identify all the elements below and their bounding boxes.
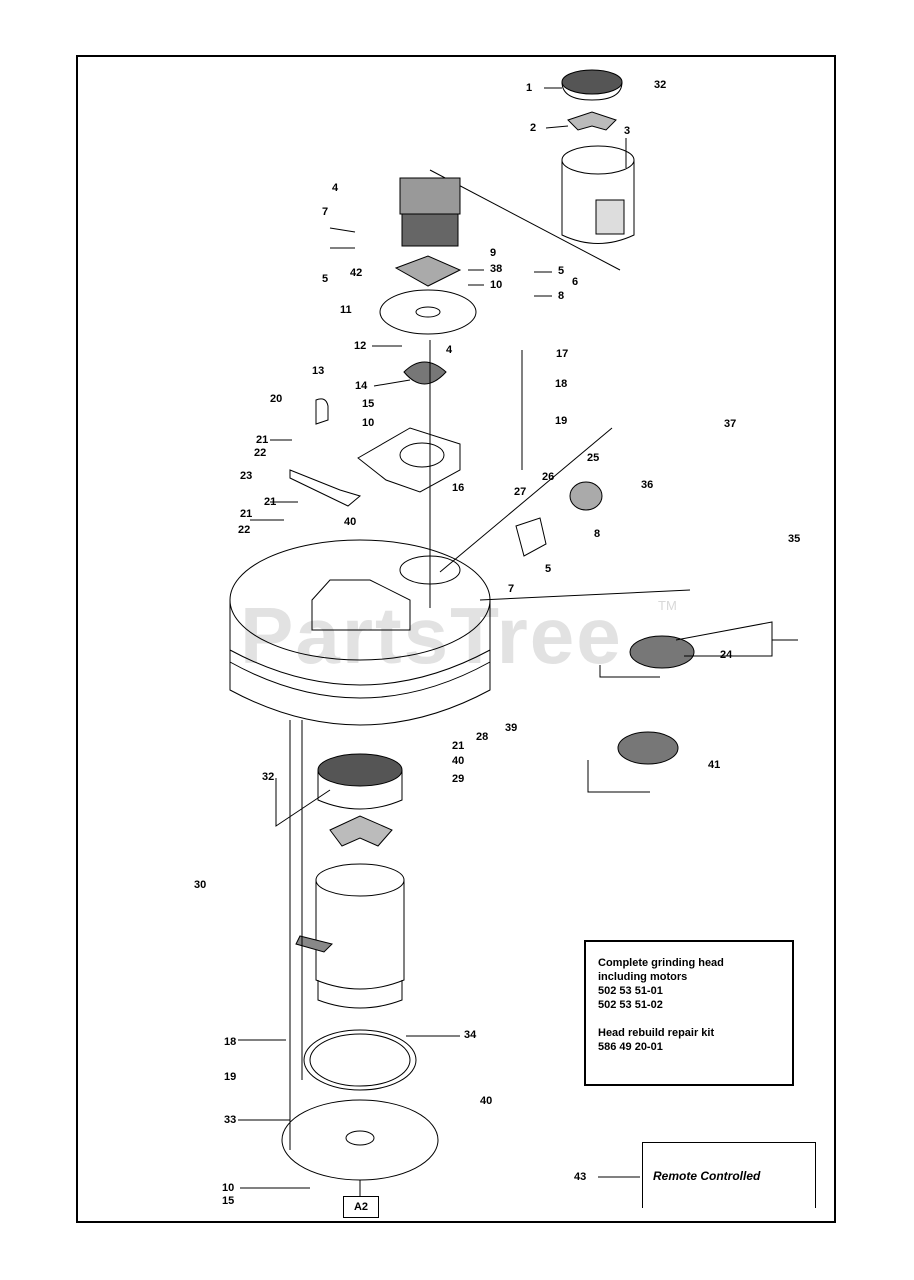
- callout-21c: 21: [240, 508, 253, 520]
- callout-40: 40: [344, 516, 357, 528]
- callout-10c: 10: [222, 1182, 235, 1194]
- callout-8: 8: [558, 290, 565, 302]
- callout-16: 16: [452, 482, 465, 494]
- callout-3: 3: [624, 125, 631, 137]
- info-line: Complete grinding head: [598, 957, 724, 969]
- callout-9: 9: [490, 247, 497, 259]
- callout-8b: 8: [594, 528, 601, 540]
- callout-18: 18: [555, 378, 568, 390]
- watermark-trademark: TM: [658, 598, 677, 613]
- lower-motor: [295, 753, 405, 1009]
- callout-15: 15: [362, 398, 375, 410]
- upper-motor: [429, 69, 635, 271]
- callout-36: 36: [641, 479, 654, 491]
- callout-32b: 32: [262, 771, 275, 783]
- callout-1: 1: [526, 82, 533, 94]
- callout-20: 20: [270, 393, 283, 405]
- callout-33: 33: [224, 1114, 237, 1126]
- info-line: Head rebuild repair kit: [598, 1027, 715, 1039]
- callout-22b: 22: [238, 524, 251, 536]
- callout-27: 27: [514, 486, 527, 498]
- callout-30: 30: [194, 879, 207, 891]
- remote-controlled-label: Remote Controlled: [653, 1169, 761, 1183]
- callout-24: 24: [720, 649, 733, 661]
- diagram-frame: [76, 55, 836, 1223]
- main-housing: [229, 539, 491, 726]
- callout-39: 39: [505, 722, 518, 734]
- info-line: 502 53 51-01: [598, 985, 663, 997]
- callout-41: 41: [708, 759, 721, 771]
- callout-14: 14: [355, 380, 368, 392]
- callout-7: 7: [322, 206, 329, 218]
- info-line: 586 49 20-01: [598, 1041, 663, 1053]
- cable-coil: [587, 635, 695, 793]
- callout-26: 26: [542, 471, 555, 483]
- mount-bracket: [289, 469, 362, 507]
- callout-6: 6: [572, 276, 579, 288]
- callout-21b: 21: [264, 496, 277, 508]
- callout-42: 42: [350, 267, 363, 279]
- callout-32: 32: [654, 79, 667, 91]
- callout-10b: 10: [362, 417, 375, 429]
- callout-15b: 15: [222, 1195, 235, 1207]
- info-spacer: [598, 1012, 792, 1026]
- callout-5c: 5: [545, 563, 552, 575]
- callout-40b: 40: [452, 755, 465, 767]
- side-connector: [439, 427, 691, 601]
- clamp-ring: [303, 1029, 417, 1091]
- callout-28: 28: [476, 731, 489, 743]
- callout-19b: 19: [224, 1071, 237, 1083]
- control-unit: [379, 177, 477, 385]
- callout-34: 34: [464, 1029, 477, 1041]
- callout-25: 25: [587, 452, 600, 464]
- callout-11: 11: [340, 304, 352, 316]
- callout-18b: 18: [224, 1036, 237, 1048]
- callout-22: 22: [254, 447, 267, 459]
- part-box-a2: A2: [343, 1196, 379, 1218]
- bottom-plate: [281, 1099, 439, 1181]
- callout-7b: 7: [508, 583, 515, 595]
- info-line: including motors: [598, 971, 688, 983]
- callout-37: 37: [724, 418, 737, 430]
- callout-38: 38: [490, 263, 503, 275]
- callout-21: 21: [256, 434, 269, 446]
- callout-13: 13: [312, 365, 325, 377]
- callout-5b: 5: [558, 265, 565, 277]
- callout-5: 5: [322, 273, 329, 285]
- callout-23: 23: [240, 470, 253, 482]
- callout-17: 17: [556, 348, 569, 360]
- callout-2: 2: [530, 122, 537, 134]
- bracket-plate: [357, 427, 461, 493]
- callout-4: 4: [332, 182, 339, 194]
- callout-40c: 40: [480, 1095, 493, 1107]
- info-box: Complete grinding head including motors …: [584, 940, 794, 1086]
- callout-29: 29: [452, 773, 465, 785]
- remote-controlled-box: Remote Controlled: [642, 1142, 816, 1208]
- callout-19: 19: [555, 415, 568, 427]
- info-line: 502 53 51-02: [598, 999, 663, 1011]
- callout-35: 35: [788, 533, 801, 545]
- callout-12: 12: [354, 340, 367, 352]
- callout-43: 43: [574, 1171, 587, 1183]
- callout-10: 10: [490, 279, 503, 291]
- callout-4b: 4: [446, 344, 453, 356]
- callout-21d: 21: [452, 740, 465, 752]
